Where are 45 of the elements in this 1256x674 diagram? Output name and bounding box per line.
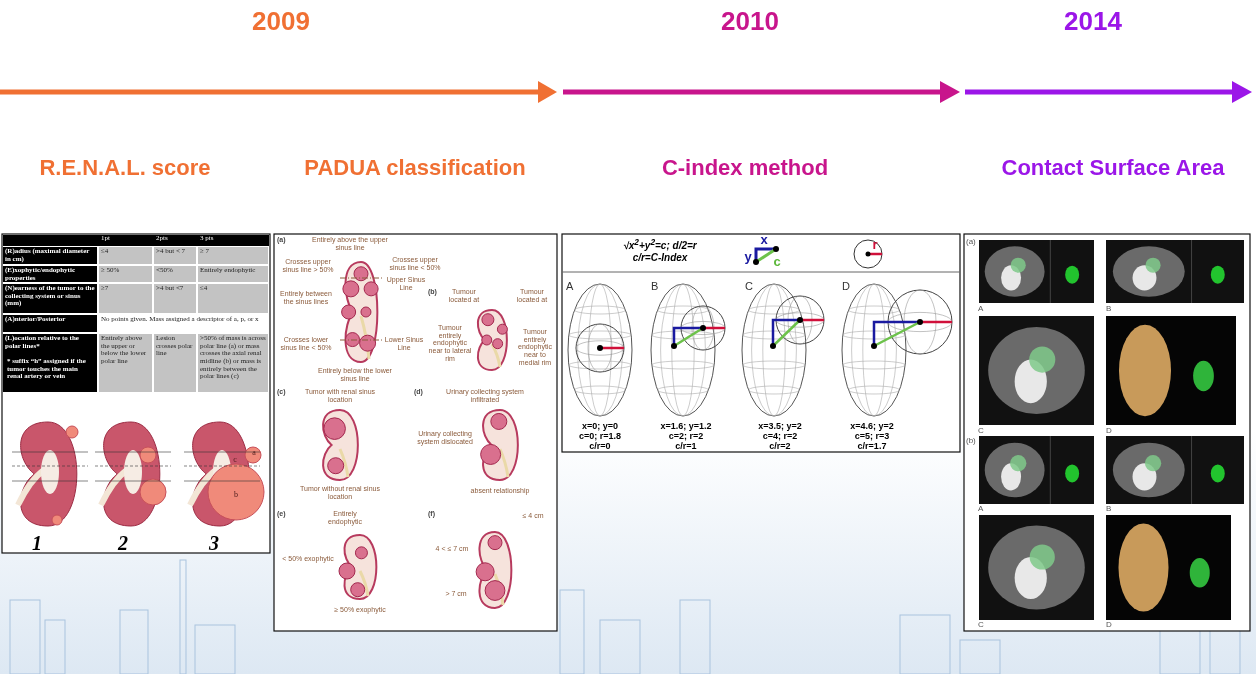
panel-letter: B (1106, 505, 1113, 515)
caption-text: c=0; r=1.8 (577, 431, 622, 441)
panel-letter: D (1106, 621, 1113, 631)
formula-text: c/r=C-Index (631, 252, 689, 265)
method-title: C-index method (660, 154, 830, 182)
caption-text: x=3.5; y=2 (757, 421, 803, 431)
panel-letter: (a) (966, 238, 977, 248)
method-title: R.E.N.A.L. score (38, 154, 212, 182)
method-title: Contact Surface Area (1000, 154, 1226, 182)
caption-text: c/r=1 (674, 441, 698, 451)
tumor-letter: b (233, 491, 239, 501)
caption-text: x=0; y=0 (581, 421, 619, 431)
caption-text: c/r=1.7 (856, 441, 888, 451)
panel-letter: D (842, 280, 851, 292)
panel-letter: A (566, 280, 575, 292)
method-title: PADUA classification (303, 154, 527, 182)
year-label: 2014 (1063, 6, 1123, 36)
axis-letter: y (743, 251, 753, 263)
panel-letter: C (745, 280, 754, 292)
year-label: 2010 (720, 6, 780, 36)
tumor-letter: a (251, 449, 257, 459)
panel-letter: C (978, 621, 985, 631)
formula-text: √x$^{2}$+y$^{2}$=c; d/2=r (622, 238, 698, 251)
panel-letter: A (978, 305, 985, 315)
figure-number: 3 (208, 532, 220, 556)
panel-letter: (b) (966, 437, 977, 447)
panel-letter: A (978, 505, 985, 515)
caption-text: c/r=2 (768, 441, 792, 451)
tumor-letter: c (232, 456, 238, 466)
year-label: 2009 (251, 6, 311, 36)
panel-letter: B (1106, 305, 1113, 315)
panel-letter: D (1106, 427, 1113, 437)
caption-text: c=5; r=3 (853, 431, 891, 441)
caption-text: x=1.6; y=1.2 (659, 421, 713, 431)
axis-letter: c (772, 256, 782, 268)
axis-letter: x (759, 234, 769, 246)
caption-text: c=2; r=2 (667, 431, 705, 441)
axis-letter: r (871, 239, 879, 251)
caption-text: x=4.6; y=2 (849, 421, 895, 431)
panel-letter: B (651, 280, 660, 292)
panel-letter: C (978, 427, 985, 437)
figure-number: 2 (116, 532, 129, 556)
figure-number: 1 (31, 532, 43, 556)
caption-text: c/r=0 (588, 441, 612, 451)
caption-text: c=4; r=2 (761, 431, 799, 441)
